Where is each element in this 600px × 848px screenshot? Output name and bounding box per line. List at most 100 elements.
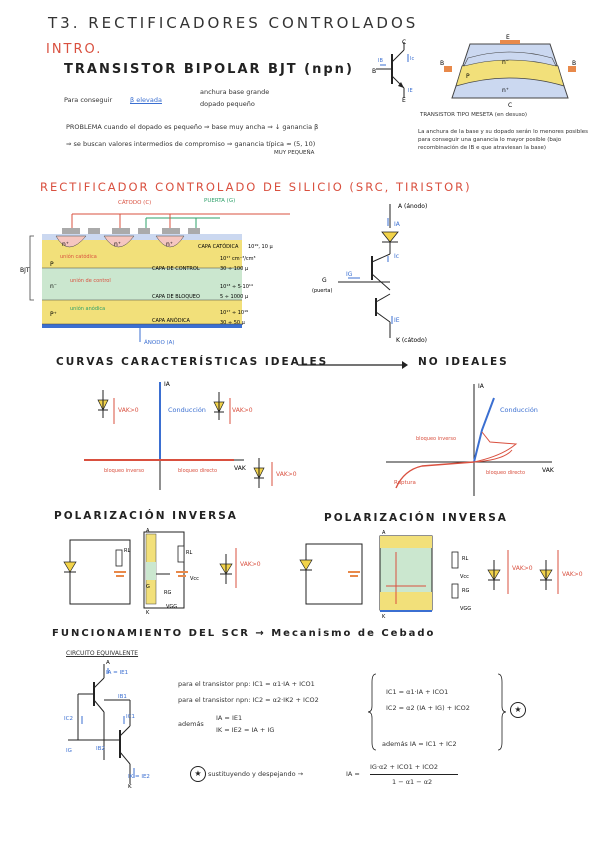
p2-k: K: [382, 614, 386, 620]
arrow-right-icon: [298, 361, 408, 369]
scr-structure-diagram: BJT CÁTODO (C) PUERTA (G) ÁNODO (A) n⁺ n…: [20, 198, 290, 346]
ideal-conduccion-label: Conducción: [168, 406, 206, 414]
capa-bloqueo: CAPA DE BLOQUEO: [152, 294, 200, 300]
union-catodica: unión catódica: [60, 253, 97, 260]
dop2b: 30 ÷ 100 µ: [220, 266, 249, 272]
nonideal-ia-label: IA: [478, 383, 485, 390]
sym-ia-label: IA: [394, 221, 401, 228]
dop4a: 10¹⁷ ÷ 10¹⁹: [220, 310, 248, 316]
p2-vak-2: VAK>0: [562, 571, 583, 578]
ideal-bloqueo-directo: bloqueo directo: [178, 468, 217, 474]
union-control: unión de control: [70, 277, 111, 284]
dop1: 10¹⁹, 10 µ: [248, 244, 274, 250]
layer-nplus-3: n⁺: [166, 241, 173, 248]
scr-catodo-label: CÁTODO (C): [118, 199, 151, 206]
capa-anodica: CAPA ANÓDICA: [152, 317, 191, 324]
layer-pplus: P⁺: [50, 311, 57, 318]
base-ancha-text: anchura base grande: [200, 88, 270, 96]
sym-k-label: K (cátodo): [396, 337, 427, 344]
ideal-vak0b: VAK>0: [232, 407, 253, 414]
ideal-bloqueo-inverso: bloqueo inverso: [104, 468, 144, 474]
ideal-vak0c: VAK>0: [276, 471, 297, 478]
mesa-e-label: E: [506, 34, 510, 41]
result-eq-2: IC2 = α2 (IA + IG) + ICO2: [386, 704, 470, 712]
mesa-transistor-diagram: E B B C P n⁻ n⁺: [440, 34, 576, 109]
polar-heading-1: POLARIZACIÓN INVERSA: [54, 510, 238, 522]
nonideal-conduccion-label: Conducción: [500, 406, 538, 414]
dop4b: 30 ÷ 50 µ: [220, 320, 246, 326]
eq-ig-label: IG: [66, 748, 72, 754]
npn-eq: para el transistor npn: IC2 = α2·IK2 + I…: [178, 696, 319, 704]
result-eq-1: IC1 = α1·IA + ICO1: [386, 688, 449, 696]
npn-transistor-icon: C E B Ic IB IE: [372, 39, 414, 104]
p1-vgg: VGG: [166, 604, 177, 610]
p1-vak: VAK>0: [240, 561, 261, 568]
mesa-nplus-label: n⁺: [502, 87, 509, 94]
equations-brace: [367, 673, 507, 751]
sym-g-label: G: [322, 277, 327, 284]
intro-heading: INTRO.: [46, 42, 103, 57]
circuito-label: CIRCUITO EQUIVALENTE: [66, 650, 139, 657]
equivalent-circuit: A K IA = IE1 IB1 IC1 IC2 IB2 IG IK = IE2: [64, 660, 150, 790]
t-e-label: E: [402, 97, 406, 104]
scr-symbol-diagram: A (ánodo) K (cátodo) G (puerta) IA Ic IG…: [312, 203, 427, 344]
ia-numerator: IG·α2 + ICO1 + ICO2: [370, 763, 439, 771]
eq-a-label: A: [106, 660, 110, 666]
curves-heading-2: NO IDEALES: [418, 356, 509, 368]
page-title: T3. RECTIFICADORES CONTROLADOS: [48, 14, 419, 32]
eq-ib1-label: IB1: [118, 694, 127, 700]
ia-denominator: 1 − α1 − α2: [392, 778, 433, 786]
layer-p: P: [50, 261, 54, 268]
mesa-nminus-label: n⁻: [502, 59, 509, 66]
nonideal-curve-chart: IA VAK Conducción bloqueo inverso bloque…: [386, 383, 555, 496]
p2-rg: RG: [462, 588, 469, 594]
conseguir-text: Para conseguir: [64, 96, 113, 104]
pnp-eq: para el transistor pnp: IC1 = α1·IA + IC…: [178, 680, 315, 688]
eq-ia-label: IA = IE1: [106, 670, 128, 676]
t-c-label: C: [402, 39, 406, 46]
dopado-text: dopado pequeño: [200, 100, 255, 108]
star-badge-1: ★: [510, 702, 526, 718]
p1-g: G: [146, 584, 150, 590]
sym-a-label: A (ánodo): [398, 203, 427, 210]
nonideal-vak-label: VAK: [542, 467, 555, 474]
sym-ig-label: IG: [346, 271, 353, 278]
scr-anodo-label: ÁNODO (A): [144, 339, 175, 346]
eq-ik-label: IK = IE2: [128, 774, 150, 780]
layer-nminus: n⁻: [50, 283, 57, 290]
mesa-caption: TRANSISTOR TIPO MESETA (en desuso): [420, 112, 528, 118]
nonideal-bloqueo-inverso: bloqueo inverso: [416, 436, 456, 442]
mesa-p-label: P: [466, 73, 470, 80]
capa-control: CAPA DE CONTROL: [152, 266, 200, 272]
dop3a: 10¹³ ÷ 5·10¹⁴: [220, 284, 253, 290]
eq-ib2-label: IB2: [96, 746, 105, 752]
star-badge-2: ★: [190, 766, 206, 782]
mesa-b2-label: B: [572, 60, 576, 67]
p2-a: A: [382, 530, 386, 536]
t-ib-label: IB: [378, 58, 383, 64]
p2-vcc: Vcc: [460, 574, 469, 580]
dop3b: 5 ÷ 1000 µ: [220, 294, 249, 300]
ideal-ia-label: IA: [164, 381, 171, 388]
valores-text: ⇒ se buscan valores intermedios de compr…: [66, 140, 316, 148]
nonideal-ruptura: Ruptura: [394, 480, 416, 486]
ademas-eq-2: IK = IE2 = IA + IG: [216, 726, 275, 734]
t-ic-label: Ic: [410, 56, 414, 62]
sym-ie-label: IE: [394, 317, 400, 324]
polar-heading-2: POLARIZACIÓN INVERSA: [324, 512, 508, 524]
mesa-c-label: C: [508, 102, 512, 109]
layer-nplus-2: n⁺: [114, 241, 121, 248]
scr-heading: RECTIFICADOR CONTROLADO DE SILICIO (SRC,…: [40, 180, 472, 194]
ademas-label: además: [178, 720, 204, 728]
result-eq-3: además IA = IC1 + IC2: [382, 740, 457, 748]
p1-vcc: Vcc: [190, 576, 199, 582]
sust-text: sustituyendo y despejando →: [208, 770, 304, 778]
p2-vgg: VGG: [460, 606, 471, 612]
polar-circuit-1: RL RL Vcc RG VGG A G K VAK>0: [63, 528, 261, 616]
p1-k: K: [146, 610, 150, 616]
bjt-heading: TRANSISTOR BIPOLAR BJT (npn): [64, 62, 354, 77]
layer-nplus-1: n⁺: [62, 241, 69, 248]
polar-circuit-2: A K RL RG Vcc VGG VAK>0 VAK>0: [299, 530, 583, 620]
sym-ic-label: Ic: [394, 253, 399, 260]
p1-rl: RL: [124, 548, 130, 554]
